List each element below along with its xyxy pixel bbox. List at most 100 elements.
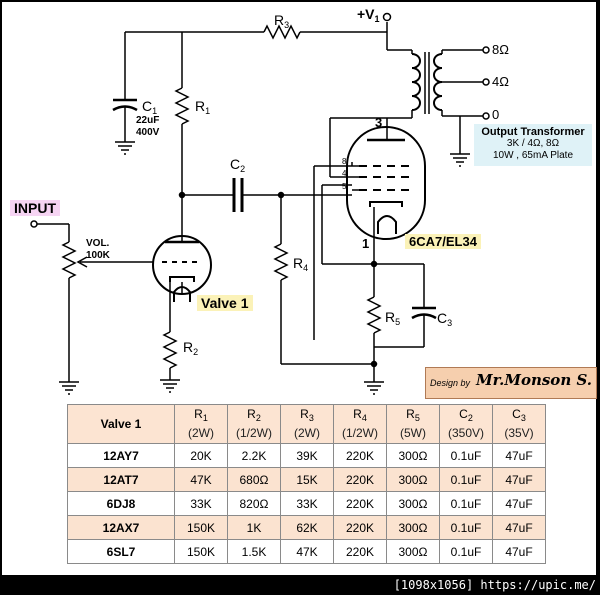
circuit-diagram: [30, 12, 490, 395]
c3-capacitor: [374, 263, 437, 348]
table-cell: 2.2K: [227, 443, 281, 468]
tap-0: 0: [492, 107, 500, 122]
row-valve-name: 6DJ8: [67, 491, 175, 516]
credit-prefix: Design by: [430, 378, 471, 388]
ot-ground: [450, 153, 470, 167]
table-cell: 39K: [280, 443, 334, 468]
header-col: C2(350V): [439, 404, 493, 444]
c1-capacitor: [112, 31, 182, 142]
table-cell: 47uF: [492, 467, 546, 492]
table-cell: 820Ω: [227, 491, 281, 516]
image-footer: [1098x1056] https://upic.me/: [393, 578, 596, 592]
output-transformer: [386, 46, 490, 154]
input-ground: [59, 381, 79, 395]
tap-8-ohm: 8Ω: [492, 42, 509, 57]
table-cell: 0.1uF: [439, 515, 493, 540]
header-col: R1(2W): [174, 404, 228, 444]
header-col: R2(1/2W): [227, 404, 281, 444]
input-jack: [30, 220, 70, 242]
table-cell: 150K: [174, 539, 228, 564]
table-cell: 220K: [333, 467, 387, 492]
table-cell: 33K: [280, 491, 334, 516]
table-cell: 300Ω: [386, 491, 440, 516]
c1-label: C1: [142, 98, 158, 116]
table-cell: 15K: [280, 467, 334, 492]
screen-grid-wire: [321, 117, 387, 265]
table-cell: 300Ω: [386, 539, 440, 564]
pin8-wire: [313, 165, 352, 340]
table-cell: 0.1uF: [439, 443, 493, 468]
row-valve-name: 6SL7: [67, 539, 175, 564]
table-cell: 150K: [174, 515, 228, 540]
credit-name: Mr.Monson S.: [476, 371, 592, 389]
output-transformer-spec: Output Transformer 3K / 4Ω, 8Ω 10W , 65m…: [474, 124, 592, 166]
table-cell: 220K: [333, 539, 387, 564]
c1-ground: [115, 141, 135, 155]
table-cell: 680Ω: [227, 467, 281, 492]
ot-title: Output Transformer: [481, 126, 585, 138]
volume-label: VOL.100K: [86, 238, 110, 261]
table-row: 6SL7 150K 1.5K 47K 220K 300Ω 0.1uF 47uF: [67, 539, 546, 564]
table-cell: 47uF: [492, 491, 546, 516]
valve1-tube: [127, 235, 212, 302]
r1-resistor: [174, 32, 190, 242]
table-cell: 47K: [174, 467, 228, 492]
top-rail: [182, 12, 392, 50]
table-cell: 0.1uF: [439, 491, 493, 516]
table-row: 6DJ8 33K 820Ω 33K 220K 300Ω 0.1uF 47uF: [67, 491, 546, 516]
table-cell: 1.5K: [227, 539, 281, 564]
supply-label: +V1: [357, 6, 380, 24]
volume-pot: [61, 241, 127, 382]
r4-label: R4: [293, 255, 309, 273]
table-cell: 1K: [227, 515, 281, 540]
c2-capacitor: [178, 178, 352, 212]
el34-label: 6CA7/EL34: [405, 234, 481, 249]
table-row: 12AX7 150K 1K 62K 220K 300Ω 0.1uF 47uF: [67, 515, 546, 540]
design-credit: Design by Mr.Monson S.: [425, 367, 597, 399]
c3-label: C3: [437, 310, 453, 328]
table-cell: 300Ω: [386, 467, 440, 492]
table-cell: 0.1uF: [439, 467, 493, 492]
ot-line1: 3K / 4Ω, 8Ω: [506, 138, 560, 149]
component-table: Valve 1 R1(2W) R2(1/2W) R3(2W) R4(1/2W) …: [67, 404, 546, 564]
tap-4-ohm: 4Ω: [492, 74, 509, 89]
table-cell: 220K: [333, 491, 387, 516]
table-cell: 220K: [333, 443, 387, 468]
row-valve-name: 12AX7: [67, 515, 175, 540]
el34-tube: [346, 126, 426, 264]
table-row: 12AT7 47K 680Ω 15K 220K 300Ω 0.1uF 47uF: [67, 467, 546, 492]
table-row: 12AY7 20K 2.2K 39K 220K 300Ω 0.1uF 47uF: [67, 443, 546, 468]
table-cell: 300Ω: [386, 443, 440, 468]
row-valve-name: 12AT7: [67, 467, 175, 492]
table-cell: 300Ω: [386, 515, 440, 540]
table-cell: 47K: [280, 539, 334, 564]
table-cell: 47uF: [492, 539, 546, 564]
header-valve: Valve 1: [67, 404, 175, 444]
row-valve-name: 12AY7: [67, 443, 175, 468]
table-cell: 47uF: [492, 443, 546, 468]
r2-resistor: [162, 282, 178, 380]
table-cell: 33K: [174, 491, 228, 516]
input-label: INPUT: [10, 200, 60, 216]
r5-label: R5: [385, 309, 401, 327]
header-col: C3(35V): [492, 404, 546, 444]
pin1-label: 1: [362, 236, 370, 251]
header-col: R3(2W): [280, 404, 334, 444]
table-header-row: Valve 1 R1(2W) R2(1/2W) R3(2W) R4(1/2W) …: [67, 404, 546, 444]
pin5-label: 5: [342, 182, 347, 191]
header-col: R4(1/2W): [333, 404, 387, 444]
table-cell: 0.1uF: [439, 539, 493, 564]
ot-line2: 10W , 65mA Plate: [492, 150, 574, 161]
table-cell: 62K: [280, 515, 334, 540]
header-col: R5(5W): [386, 404, 440, 444]
table-cell: 220K: [333, 515, 387, 540]
valve1-label: Valve 1: [197, 295, 253, 311]
r2-label: R2: [183, 339, 199, 357]
cathode-ground: [364, 381, 384, 395]
r5-resistor: [366, 260, 382, 382]
table-cell: 47uF: [492, 515, 546, 540]
r4-resistor: [273, 195, 374, 365]
pin4-label: 4: [342, 169, 347, 178]
